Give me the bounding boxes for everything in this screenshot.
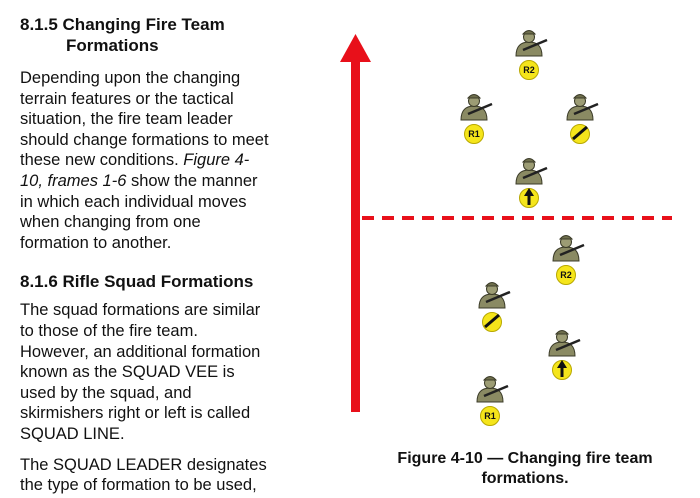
soldier-icon <box>515 158 548 185</box>
svg-text:R2: R2 <box>523 65 535 75</box>
advance-arrow <box>340 34 371 412</box>
soldier-icon <box>478 282 511 309</box>
soldier-icon <box>566 94 599 121</box>
paragraph-squad: The squad formations are similar to thos… <box>20 301 261 443</box>
soldier-7 <box>548 330 581 380</box>
soldier-icon <box>460 94 493 121</box>
soldier-4 <box>515 158 548 208</box>
badge-arrow <box>552 360 572 380</box>
svg-text:R1: R1 <box>468 129 480 139</box>
badge-R1: R1 <box>480 406 500 426</box>
soldier-1: R2 <box>515 30 548 80</box>
figure-caption: Figure 4-10 — Changing fire team formati… <box>397 450 653 487</box>
badge-arrow <box>519 188 539 208</box>
soldier-icon <box>552 235 585 262</box>
soldier-6 <box>478 282 511 332</box>
soldier-3 <box>566 94 599 144</box>
soldier-icon <box>515 30 548 57</box>
soldier-2: R1 <box>460 94 493 144</box>
soldier-icon <box>476 376 509 403</box>
badge-R1: R1 <box>464 124 484 144</box>
svg-text:R2: R2 <box>560 270 572 280</box>
badge-R2: R2 <box>556 265 576 285</box>
badge-slash <box>482 312 502 332</box>
badge-slash <box>570 124 590 144</box>
section-heading-8-1-6: 8.1.6 Rifle Squad Formations <box>20 272 254 292</box>
paragraph-squad-leader: The SQUAD LEADER designates the type of … <box>20 455 267 495</box>
soldier-5: R2 <box>552 235 585 285</box>
soldier-8: R1 <box>476 376 509 426</box>
badge-R2: R2 <box>519 60 539 80</box>
soldier-icon <box>548 330 581 357</box>
svg-text:R1: R1 <box>484 411 496 421</box>
paragraph-fire-team: Depending upon the changing terrain feat… <box>20 69 269 252</box>
